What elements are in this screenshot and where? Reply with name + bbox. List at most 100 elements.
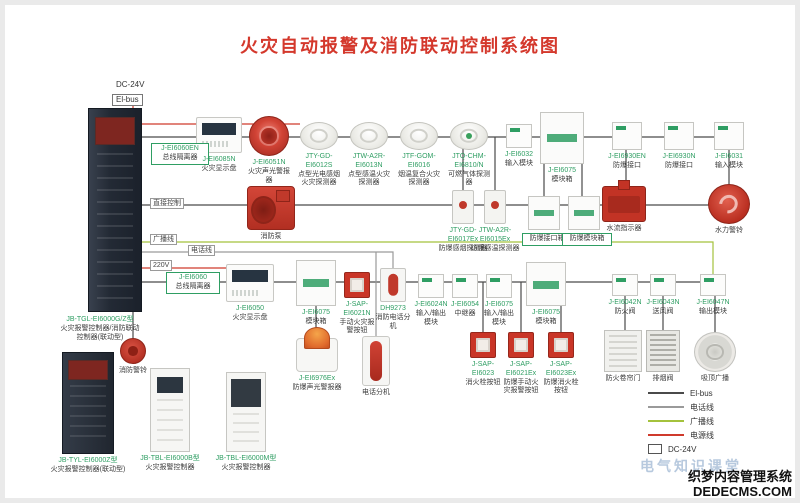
cabinet-3-name: 火灾报警控制器 bbox=[145, 463, 195, 471]
sounder-strobe-name: 火灾声光警报器 bbox=[248, 167, 290, 184]
module-box-top-name: 模块箱 bbox=[551, 175, 573, 183]
legend-sample-1 bbox=[648, 406, 684, 408]
smoke-detector bbox=[300, 122, 338, 150]
fire-display-panel-1-model: J-EI6085N bbox=[202, 156, 236, 163]
telephone-extension bbox=[362, 336, 390, 386]
input-module bbox=[506, 124, 532, 148]
cabinet-3 bbox=[150, 368, 190, 452]
input-module-2-name: 输入模块 bbox=[715, 161, 743, 169]
ceiling-speaker-name: 吸顶广播 bbox=[701, 375, 729, 382]
fire-shutter-door-name: 防火卷帘门 bbox=[605, 375, 641, 382]
cabinet-4-label: JB-TBL-EI6000M型火灾报警控制器 bbox=[211, 455, 281, 473]
bus-isolator-1-name: 总线隔离器 bbox=[162, 153, 198, 161]
smoke-exhaust-valve-label: 排烟阀 bbox=[645, 375, 681, 384]
legend-label-2: 广播线 bbox=[690, 416, 714, 426]
fire-bell-label: 消防警铃 bbox=[115, 367, 151, 376]
legend-label-dc24v: DC-24V bbox=[668, 444, 697, 454]
io-module-2-model: J-EI6075 bbox=[484, 301, 514, 308]
fire-pump bbox=[247, 186, 295, 230]
cabinet-4 bbox=[226, 372, 266, 452]
page-title: 火灾自动报警及消防联动控制系统图 bbox=[240, 36, 560, 56]
smoke-exhaust-valve bbox=[646, 330, 680, 372]
repeater-module-name: 中继器 bbox=[454, 309, 476, 317]
ex-interface-module-2-model: J-EI6930N bbox=[662, 153, 696, 160]
cabinet-4-model: JB-TBL-EI6000M型 bbox=[215, 455, 277, 462]
out-module bbox=[700, 274, 726, 296]
fire-bell bbox=[120, 338, 146, 364]
watermark-brand: 电气知识课堂 bbox=[640, 458, 742, 474]
smoke-detector-name: 点型光电感烟火灾探测器 bbox=[298, 170, 340, 187]
io-module-2 bbox=[486, 274, 512, 298]
ex-heat-detector bbox=[484, 190, 506, 224]
repeater-module bbox=[452, 274, 478, 298]
cabinet-3-model: JB-TBL-EI6000B型 bbox=[140, 455, 200, 462]
cabinet-2-model: JB-TYL-EI6000Z型 bbox=[58, 457, 118, 464]
water-motor-gong bbox=[708, 184, 750, 224]
input-module-name: 输入模块 bbox=[505, 159, 533, 167]
sf-module-model: J-EI6043N bbox=[646, 299, 680, 306]
ex-manual-call-point-model: J-SAP-EI6021Ex bbox=[505, 361, 537, 377]
ex-smoke-detector-name: 防爆感烟探测器 bbox=[438, 244, 488, 252]
fire-shutter-door-label: 防火卷帘门 bbox=[601, 375, 645, 384]
ex-interface-module-2-name: 防爆接口 bbox=[665, 161, 693, 169]
legend-label-0: El-bus bbox=[690, 388, 713, 398]
smoke-detector-model: JTY-GD-EI6012S bbox=[305, 153, 333, 169]
cabinet-4-name: 火灾报警控制器 bbox=[221, 463, 271, 471]
legend-sample-0 bbox=[648, 392, 684, 394]
watermark-cms-line1: 织梦内容管理系统 bbox=[687, 469, 792, 485]
legend-item-3: 电源线 bbox=[648, 428, 714, 442]
repeater-module-model: J-EI6054 bbox=[450, 301, 480, 308]
ex-module-box-name: 防爆模块箱 bbox=[569, 235, 605, 242]
ceiling-speaker-label: 吸顶广播 bbox=[695, 375, 735, 384]
manual-call-point-name: 手动火灾报警按钮 bbox=[339, 318, 375, 335]
fire-pump-name: 消防泵 bbox=[260, 233, 282, 240]
fire-display-panel-1-name: 火灾显示盘 bbox=[201, 164, 237, 172]
fire-pump-label: 消防泵 bbox=[251, 233, 291, 242]
legend-item-0: El-bus bbox=[648, 386, 714, 400]
module-box-3 bbox=[526, 262, 566, 306]
gas-detector-model: JTQ-CHM-EI6810/N bbox=[452, 153, 486, 169]
ex-manual-call-point bbox=[508, 332, 534, 358]
gas-detector-name: 可燃气体探测器 bbox=[448, 170, 490, 187]
ex-hydrant-button-name: 防爆消火栓按钮 bbox=[543, 378, 579, 395]
cabinet-2-label: JB-TYL-EI6000Z型火灾报警控制器(联动型) bbox=[49, 457, 127, 475]
water-flow-indicator-name: 水流指示器 bbox=[606, 225, 642, 232]
bus-isolator-2-model: J-EI6060 bbox=[178, 274, 208, 281]
legend-sample-3 bbox=[648, 434, 684, 436]
module-box-2-name: 模块箱 bbox=[305, 317, 327, 325]
module-box-3-name: 模块箱 bbox=[535, 317, 557, 325]
combined-detector-name: 烟温复合火灾探测器 bbox=[398, 170, 440, 187]
fire-telephone-name: 消防电话分机 bbox=[375, 313, 411, 330]
legend-item-2: 广播线 bbox=[648, 414, 714, 428]
ex-smoke-detector bbox=[452, 190, 474, 224]
ex-sounder-strobe bbox=[296, 338, 338, 372]
telephone-extension-name: 电话分机 bbox=[362, 389, 390, 396]
watermark-cms: 织梦内容管理系统 DEDECMS.COM bbox=[687, 469, 792, 500]
fd-module-name: 防火阀 bbox=[614, 307, 636, 315]
main-cabinet bbox=[88, 108, 142, 312]
out-module-name: 输出模块 bbox=[699, 307, 727, 315]
io-module-1-model: J-EI6024N bbox=[414, 301, 448, 308]
ex-interface-module-2 bbox=[664, 122, 694, 150]
bus-isolator-1-model: J-EI6060EN bbox=[161, 145, 199, 152]
